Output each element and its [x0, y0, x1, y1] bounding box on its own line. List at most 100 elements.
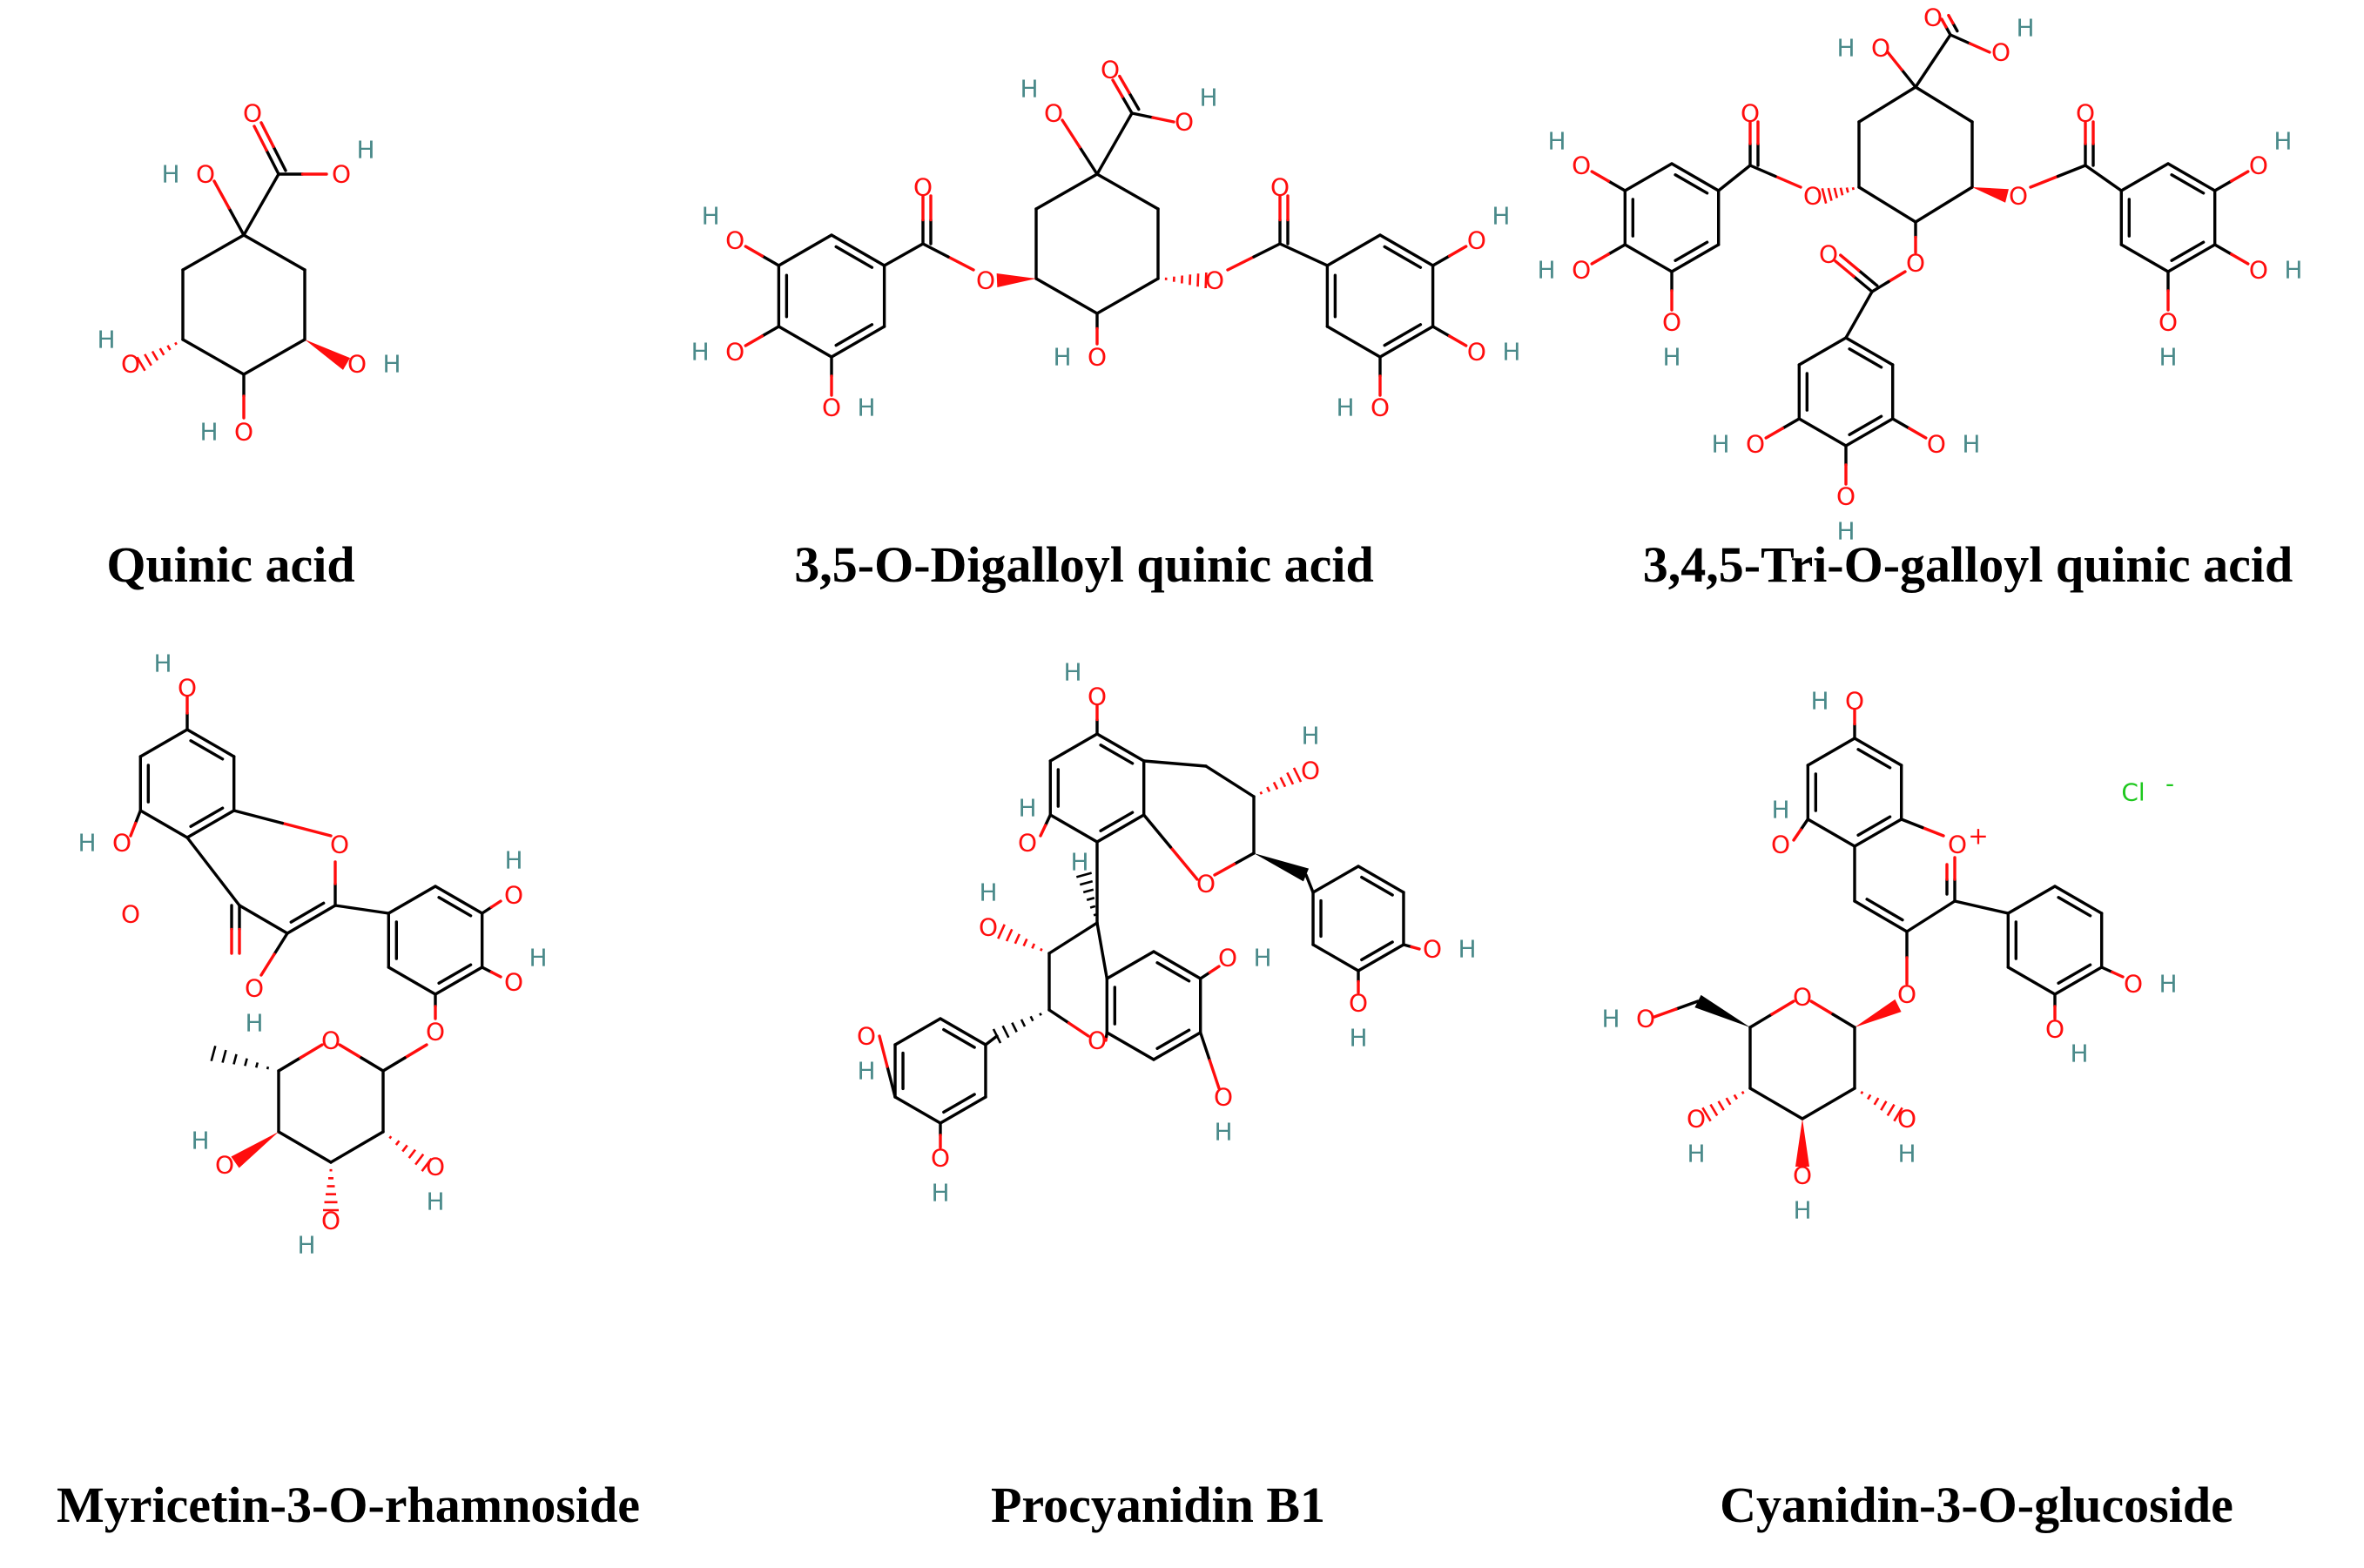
atom-label: H	[1070, 848, 1088, 877]
bond-line	[921, 242, 950, 259]
bond-line	[1856, 748, 1892, 770]
bond-line	[777, 233, 833, 267]
atom-label: O	[1845, 687, 1864, 716]
hash-bond	[210, 1045, 217, 1062]
bond-line	[760, 325, 781, 338]
hash-bond	[1089, 905, 1096, 909]
bond-line	[1905, 899, 1957, 933]
bond-line	[1674, 240, 1709, 262]
atom-label: H	[1301, 722, 1319, 750]
bond-line	[1360, 940, 1394, 962]
bond-line	[2006, 885, 2057, 915]
bond-line	[1806, 737, 1856, 767]
bond-line	[1949, 33, 1972, 45]
atom-label: H	[2284, 256, 2302, 285]
atom-label: O	[1349, 989, 1368, 1018]
atom-label: H	[77, 829, 96, 858]
bond-line	[1130, 111, 1155, 119]
bond-line	[259, 121, 275, 149]
bond-line	[1953, 899, 2010, 915]
bond-line	[1039, 824, 1047, 838]
hash-bond	[1827, 187, 1833, 201]
bond-line	[1118, 74, 1131, 95]
bond-line	[1914, 33, 1952, 89]
atom-label: O	[196, 160, 215, 189]
bond-line	[1774, 174, 1802, 189]
hash-bond	[1031, 943, 1036, 949]
bond-line	[232, 809, 285, 825]
bond-line	[1870, 279, 1890, 293]
wedge-bond	[1972, 187, 2009, 203]
bond-line	[1048, 813, 1099, 844]
bond-line	[1853, 899, 1909, 933]
atom-label: O	[245, 974, 264, 1003]
atom-label: O	[1746, 430, 1765, 459]
atom-label: H	[1836, 34, 1855, 63]
bond-line	[1047, 1008, 1071, 1025]
atom-label: H	[1199, 84, 1217, 112]
caption-myricetin-rhamnoside: Myricetin-3-O-rhamnoside	[56, 1477, 641, 1533]
bond-line	[1908, 427, 1928, 440]
bond-line	[1857, 268, 1879, 287]
atom-label: O	[332, 160, 351, 189]
hash-bond	[1079, 879, 1094, 886]
atom-label: H	[529, 944, 547, 972]
bond-line	[360, 1056, 385, 1073]
bond-line	[1839, 253, 1861, 273]
hash-bond	[1086, 897, 1095, 901]
atom-label: O	[1205, 266, 1224, 295]
hash-bond	[1075, 871, 1093, 878]
bond-line	[1447, 245, 1468, 258]
bond-line	[299, 1043, 324, 1060]
hash-bond	[997, 924, 1006, 939]
bond-line	[338, 1043, 363, 1060]
hash-bond	[1725, 1097, 1732, 1106]
atom-label: O	[347, 350, 367, 379]
atom-label: H	[857, 394, 875, 422]
bond-line	[1151, 116, 1175, 124]
atom-label: H	[382, 350, 401, 379]
atom-label: O	[976, 266, 995, 295]
bond-line	[1378, 325, 1435, 359]
bond-line	[1968, 42, 1991, 54]
bond-line	[830, 325, 886, 359]
bond-line	[2099, 966, 2114, 974]
bond-line	[1142, 813, 1173, 849]
bond-line	[133, 809, 143, 825]
atom-label: O	[215, 1151, 234, 1180]
bond-line	[1834, 259, 1856, 279]
atom-label: O	[2045, 1015, 2064, 1044]
atom-label: H	[153, 649, 172, 678]
bond-line	[1061, 118, 1081, 149]
hash-bond	[1005, 928, 1014, 942]
hash-bond	[221, 1049, 227, 1063]
atom-label: H	[857, 1057, 875, 1086]
atom-label: O	[1423, 935, 1442, 964]
atom-label: H	[1214, 1118, 1232, 1147]
bond-line	[1844, 336, 1895, 367]
hash-bond	[1821, 187, 1828, 205]
atom-label: +	[1968, 822, 1988, 851]
hash-bond	[136, 356, 146, 372]
atom-label: H	[1897, 1140, 1916, 1168]
bond-line	[1623, 162, 1674, 192]
bond-line	[886, 1065, 897, 1099]
wedge-bond	[1254, 853, 1310, 882]
atom-label: O	[2124, 970, 2143, 999]
bond-line	[2170, 240, 2206, 262]
hash-bond	[1873, 1097, 1880, 1106]
bond-line	[942, 1093, 976, 1114]
bond-line	[253, 124, 268, 152]
bond-line	[939, 1017, 987, 1046]
bond-line	[1431, 325, 1451, 338]
atom-label: O	[2249, 151, 2268, 180]
bond-line	[1447, 334, 1468, 347]
bond-line	[1104, 1031, 1109, 1039]
bond-line	[129, 821, 138, 838]
hash-bond	[151, 350, 159, 361]
bond-line	[2053, 966, 2104, 996]
bond-line	[1078, 145, 1099, 176]
